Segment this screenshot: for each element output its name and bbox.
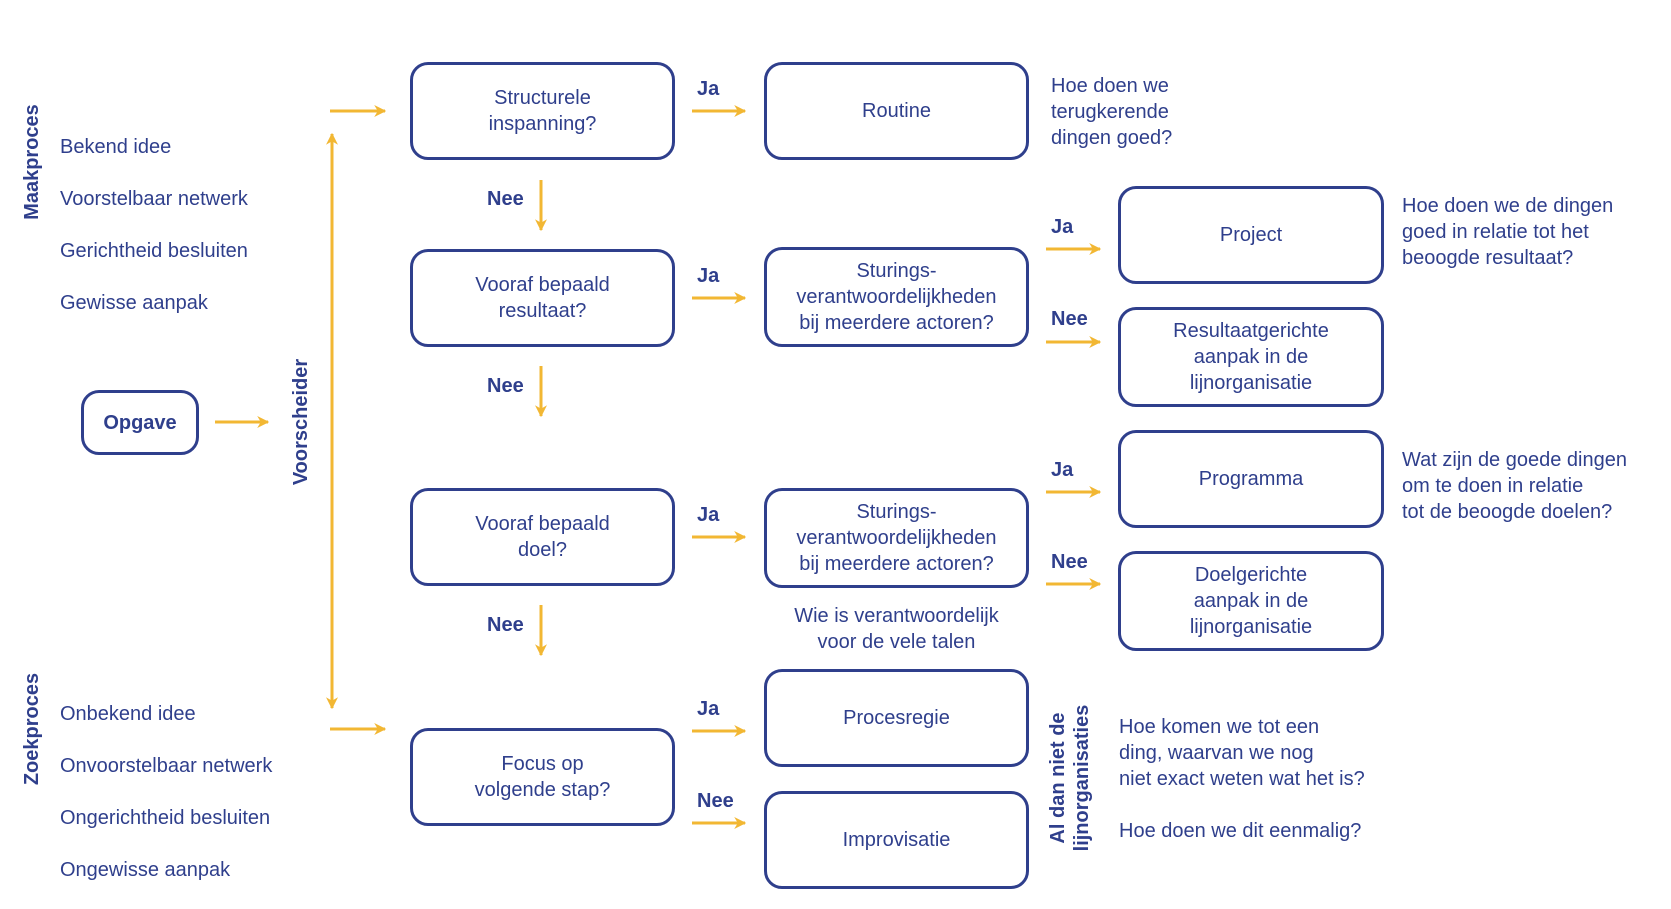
label-ja: Ja xyxy=(1051,459,1074,481)
node-vooraf-resultaat: Vooraf bepaald resultaat? xyxy=(410,249,675,347)
note-zoek-2: Hoe doen we dit eenmalig? xyxy=(1119,820,1362,842)
label-nee: Nee xyxy=(697,790,734,812)
maak-item: Voorstelbaar netwerk xyxy=(60,188,248,210)
label-nee: Nee xyxy=(487,614,524,636)
node-focus-volgende-stap: Focus op volgende stap? xyxy=(410,728,675,826)
node-improvisatie: Improvisatie xyxy=(764,791,1029,889)
label-ja: Ja xyxy=(697,504,720,526)
label-nee: Nee xyxy=(1051,551,1088,573)
node-programma: Programma xyxy=(1118,430,1384,528)
zoek-item: Onbekend idee xyxy=(60,703,196,725)
node-resultaatgerichte-aanpak: Resultaatgerichte aanpak in de lijnorgan… xyxy=(1118,307,1384,407)
node-structurele-inspanning: Structurele inspanning? xyxy=(410,62,675,160)
node-sturing-2: Sturings- verantwoordelijkheden bij meer… xyxy=(764,488,1029,588)
zoek-item: Ongerichtheid besluiten xyxy=(60,807,271,829)
maak-item: Gewisse aanpak xyxy=(60,292,208,314)
zoek-item: Onvoorstelbaar netwerk xyxy=(60,755,273,777)
label-ja: Ja xyxy=(697,265,720,287)
note-talen: Wie is verantwoordelijk voor de vele tal… xyxy=(794,605,999,653)
node-procesregie: Procesregie xyxy=(764,669,1029,767)
note-zoek-1: Hoe komen we tot een ding, waarvan we no… xyxy=(1119,716,1365,790)
maak-item: Bekend idee xyxy=(60,136,172,158)
note-project: Hoe doen we de dingen goed in relatie to… xyxy=(1402,195,1614,269)
zoek-item: Ongewisse aanpak xyxy=(60,859,231,881)
node-routine: Routine xyxy=(764,62,1029,160)
al-dan-niet-label: Al dan niet de lijnorganisaties xyxy=(1047,704,1093,852)
node-vooraf-doel: Vooraf bepaald doel? xyxy=(410,488,675,586)
label-nee: Nee xyxy=(487,188,524,210)
node-doelgerichte-aanpak: Doelgerichte aanpak in de lijnorganisati… xyxy=(1118,551,1384,651)
node-sturing-1: Sturings- verantwoordelijkheden bij meer… xyxy=(764,247,1029,347)
node-project: Project xyxy=(1118,186,1384,284)
note-routine: Hoe doen we terugkerende dingen goed? xyxy=(1051,75,1173,149)
zoekproces-label: Zoekproces xyxy=(21,672,43,786)
note-programma: Wat zijn de goede dingen om te doen in r… xyxy=(1402,449,1627,523)
label-ja: Ja xyxy=(697,78,720,100)
label-ja: Ja xyxy=(697,698,720,720)
node-opgave: Opgave xyxy=(81,390,199,455)
maakproces-label: Maakproces xyxy=(21,104,43,220)
zoekproces-list: Onbekend idee Onvoorstelbaar netwerk Ong… xyxy=(60,675,272,909)
label-ja: Ja xyxy=(1051,216,1074,238)
maakproces-list: Bekend idee Voorstelbaar netwerk Gericht… xyxy=(60,108,248,342)
maak-item: Gerichtheid besluiten xyxy=(60,240,248,262)
label-nee: Nee xyxy=(487,375,524,397)
label-nee: Nee xyxy=(1051,308,1088,330)
voorscheider-label: Voorscheider xyxy=(290,358,312,486)
